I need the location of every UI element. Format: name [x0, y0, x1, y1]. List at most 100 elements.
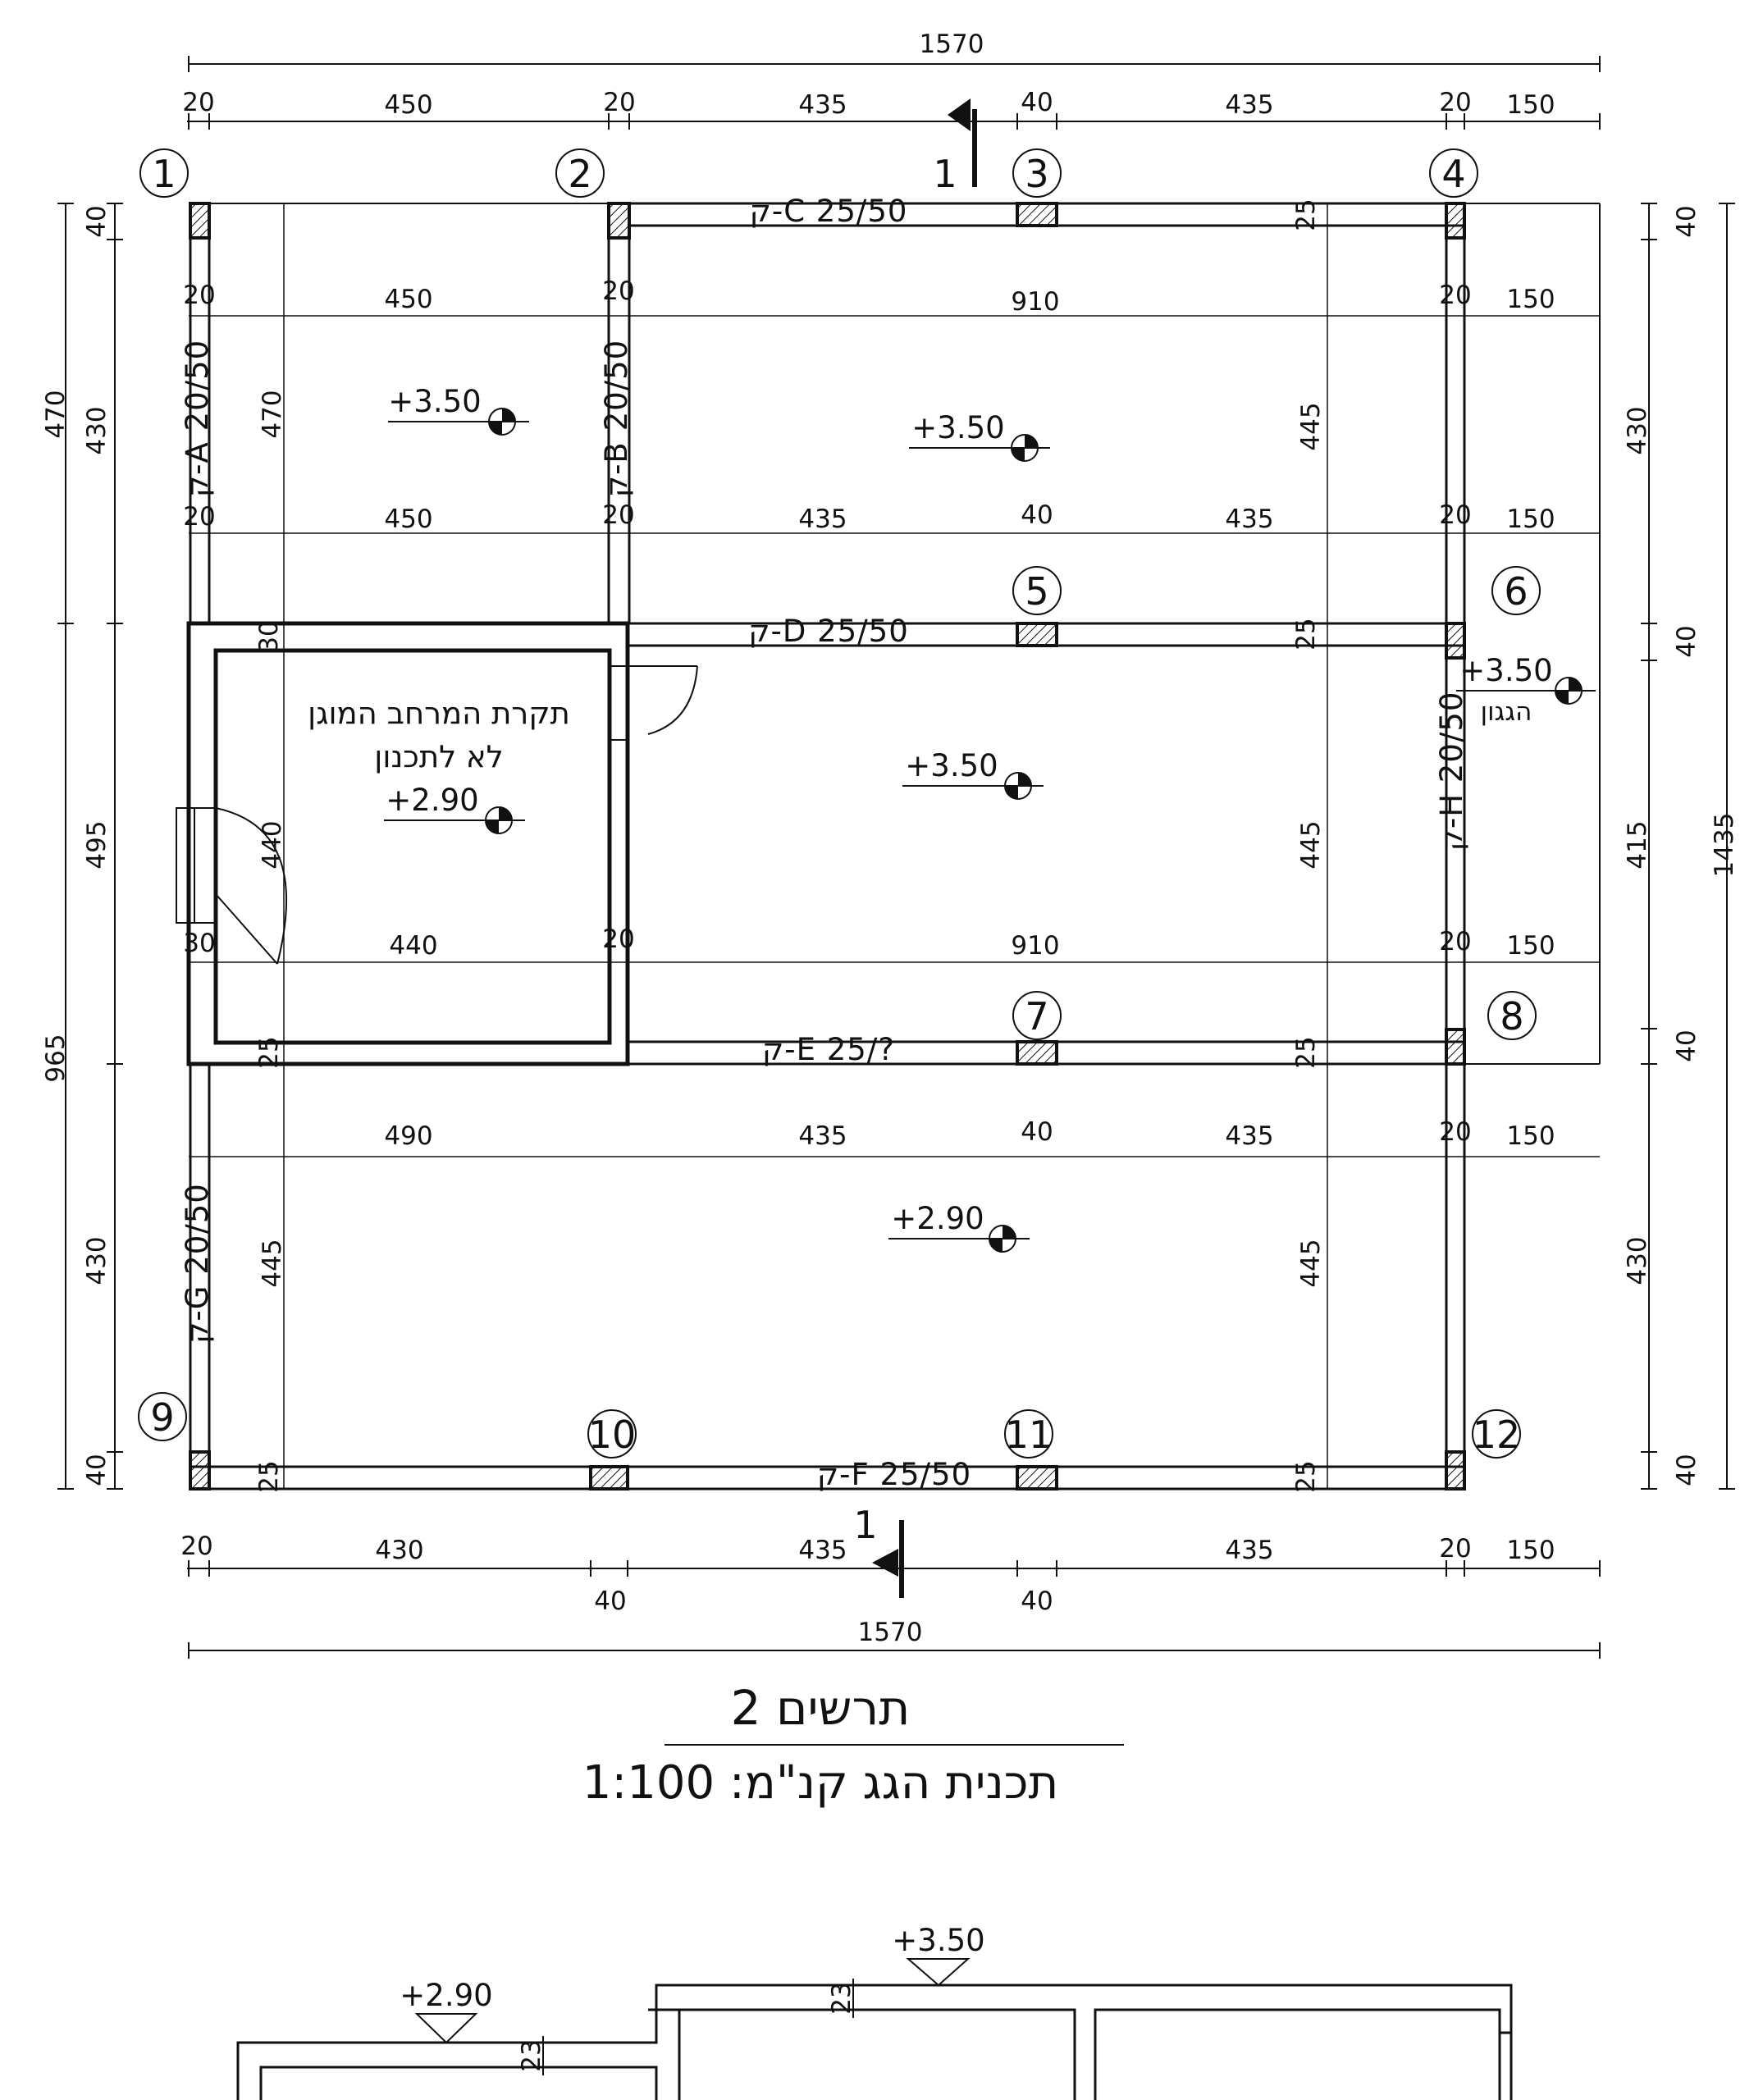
dim-bottom-6: 150 — [1506, 1536, 1555, 1565]
thick-1: 25 — [1291, 199, 1321, 231]
thick-6: 25 — [254, 1460, 284, 1492]
row3-4: 910 — [1011, 931, 1059, 961]
level-balcony-label: +3.50 — [1459, 653, 1552, 688]
section-mark-top: 1 — [933, 98, 977, 196]
beam-label-g: ק-G 20/50 — [180, 1183, 215, 1344]
inner-v-4: 445 — [1296, 820, 1326, 869]
row4-3: 40 — [1021, 1117, 1053, 1147]
level-room3-label: +3.50 — [905, 748, 998, 783]
beam-label-e: ק-E 25/? — [762, 1032, 895, 1067]
inner-v-1: 470 — [258, 390, 287, 438]
dim-bottom-2: 430 — [375, 1536, 423, 1565]
row3-1: 30 — [183, 929, 215, 958]
level-mamad: +2.90 — [384, 783, 525, 834]
beam-label-f: ק-F 25/50 — [817, 1457, 971, 1492]
beam-labels: ק-C 25/50 ק-D 25/50 ק-E 25/? ק-F 25/50 ק… — [180, 194, 1469, 1492]
level-room4: +2.90 — [888, 1201, 1030, 1253]
dim-left-outer-1: 470 — [41, 390, 71, 438]
columns — [189, 202, 1466, 1491]
section-view: 23 23 +3.50 +2.90 — [236, 1923, 1513, 2100]
drawing-subtitle: תכנית הגג קנ"מ: 1:100 — [582, 1756, 1059, 1810]
level-room1-label: +3.50 — [388, 384, 481, 419]
dim-right-1: 40 — [1672, 205, 1701, 237]
level-room2-label: +3.50 — [911, 410, 1004, 445]
row3-6: 150 — [1506, 931, 1555, 961]
level-room3: +3.50 — [902, 748, 1044, 800]
beam-label-d: ק-D 25/50 — [748, 614, 909, 649]
row1-5: 20 — [1439, 281, 1471, 310]
row2-8: 150 — [1506, 504, 1555, 534]
dim-top-1: 20 — [182, 88, 214, 117]
level-room2: +3.50 — [909, 410, 1050, 462]
dim-left-outer-2: 965 — [41, 1034, 71, 1082]
overall-bottom-label: 1570 — [858, 1618, 923, 1647]
dim-right-5: 40 — [1672, 1029, 1701, 1061]
dim-left-inner-5: 40 — [82, 1454, 112, 1486]
row1-2: 450 — [384, 285, 432, 314]
beam-label-h: ק-H 20/50 — [1434, 692, 1469, 851]
inner-v-6: 445 — [1296, 1239, 1326, 1287]
dim-top-5: 40 — [1021, 88, 1053, 117]
dim-right-4: 415 — [1623, 820, 1652, 869]
row3-5: 20 — [1439, 927, 1471, 956]
row3-2: 440 — [389, 931, 437, 961]
dim-bottom-1: 20 — [180, 1532, 212, 1561]
row2-4: 435 — [798, 504, 847, 534]
level-balcony: +3.50 הגגון — [1456, 653, 1596, 727]
inner-v-3: 440 — [258, 820, 287, 869]
interior-dim-rows: 20 450 20 910 20 150 20 450 20 435 40 43… — [183, 276, 1555, 1151]
dim-top-6: 435 — [1225, 90, 1273, 120]
row1-4: 910 — [1011, 287, 1059, 317]
beam-label-b: ק-B 20/50 — [599, 340, 634, 497]
section-mark-bottom-label: 1 — [853, 1503, 877, 1547]
drawing-title: תרשים 2 — [731, 1680, 911, 1736]
row2-3: 20 — [602, 500, 634, 530]
thick-5: 25 — [254, 1036, 284, 1068]
dim-left-inner-4: 430 — [82, 1236, 112, 1285]
dim-right-7: 40 — [1672, 1454, 1701, 1486]
dim-right-overall: 1435 — [1710, 813, 1739, 878]
section-slab-low: 23 — [517, 2039, 546, 2071]
dim-left-inner-3: 495 — [82, 820, 112, 869]
dim-top-4: 435 — [798, 90, 847, 120]
grid-bubble-4: 4 — [1441, 152, 1465, 196]
inner-v-5: 445 — [258, 1239, 287, 1287]
dim-right-6: 430 — [1623, 1236, 1652, 1285]
level-mamad-label: +2.90 — [386, 783, 478, 818]
row4-4: 435 — [1225, 1121, 1273, 1151]
row4-2: 435 — [798, 1121, 847, 1151]
section-level-high-label: +3.50 — [892, 1923, 984, 1958]
section-level-low-label: +2.90 — [400, 1978, 492, 2013]
row1-3: 20 — [602, 276, 634, 306]
thick-2: 25 — [1291, 618, 1321, 650]
grid-bubbles: 1 2 3 4 5 6 7 8 9 10 11 12 — [138, 148, 1541, 1459]
section-level-high: +3.50 — [892, 1923, 985, 1987]
grid-bubble-1: 1 — [152, 152, 176, 196]
row2-1: 20 — [183, 502, 215, 532]
row2-6: 435 — [1225, 504, 1273, 534]
beam-label-c: ק-C 25/50 — [750, 194, 908, 229]
overall-top-label: 1570 — [920, 30, 984, 59]
interior-vertical-dims: 470 445 440 445 445 445 25 25 25 25 25 2… — [254, 199, 1326, 1492]
drawing-title-block: תרשים 2 תכנית הגג קנ"מ: 1:100 — [582, 1680, 1124, 1810]
dim-bottom-4: 435 — [1225, 1536, 1273, 1565]
right-dimensions: 40 430 40 415 40 430 40 1435 — [1623, 203, 1739, 1490]
bottom-dimensions: 20 430 435 435 20 150 40 40 1570 — [180, 1532, 1601, 1659]
dim-left-inner-2: 430 — [82, 406, 112, 454]
grid-bubble-6: 6 — [1504, 569, 1528, 614]
dim-top-2: 450 — [384, 90, 432, 120]
section-mark-top-label: 1 — [933, 152, 957, 196]
grid-bubble-11: 11 — [1005, 1413, 1053, 1457]
grid-bubble-3: 3 — [1025, 152, 1048, 196]
mamad-note-line1: תקרת המרחב המוגן — [308, 696, 570, 731]
dim-top-8: 150 — [1506, 90, 1555, 120]
level-room1: +3.50 — [388, 384, 529, 436]
row4-6: 150 — [1506, 1121, 1555, 1151]
thick-3: 25 — [1291, 1036, 1321, 1068]
dim-bottom-3: 435 — [798, 1536, 847, 1565]
segment-top-dimension: 20 450 20 435 40 435 20 150 — [182, 88, 1601, 130]
dim-right-2: 430 — [1623, 406, 1652, 454]
dim-right-3: 40 — [1672, 625, 1701, 657]
level-room4-label: +2.90 — [891, 1201, 984, 1236]
